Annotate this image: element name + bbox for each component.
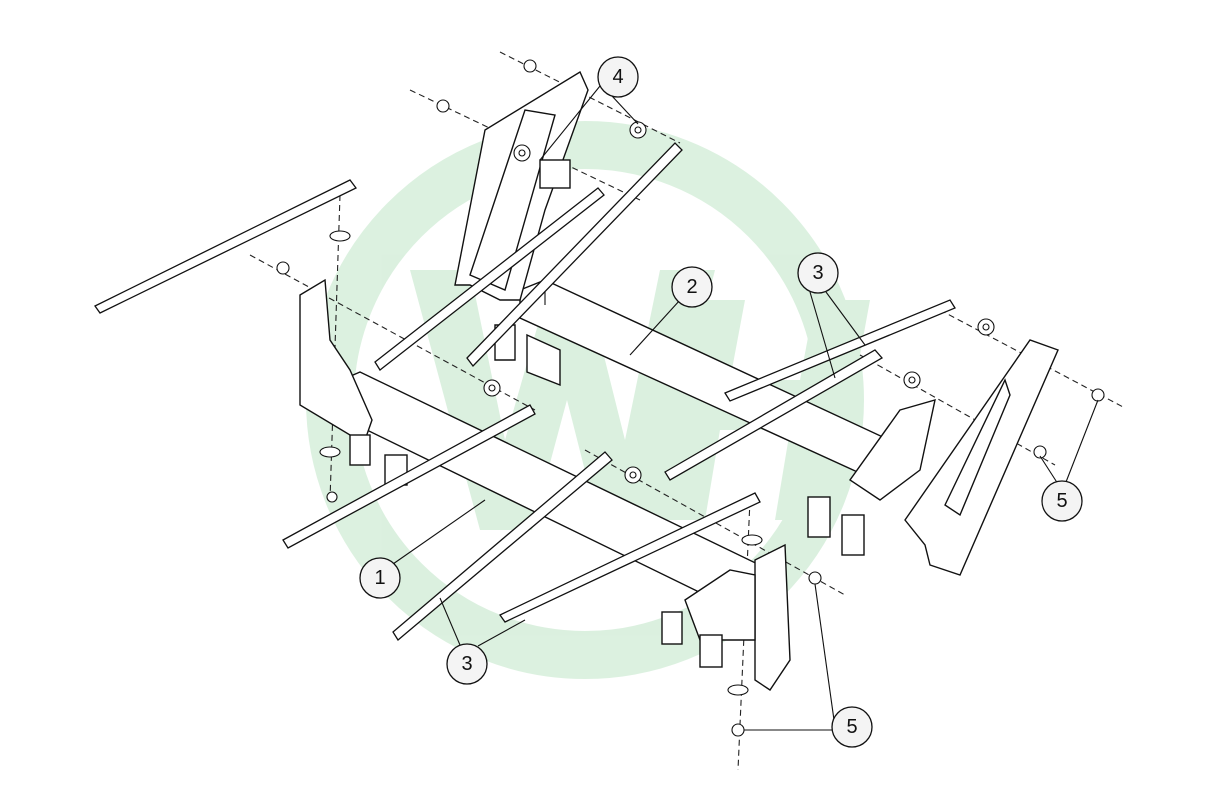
left-bracket	[299, 278, 408, 486]
callout-4: 4	[597, 56, 639, 98]
callout-3-right: 3	[797, 252, 839, 294]
callout-2: 2	[671, 266, 713, 308]
callout-label: 1	[374, 567, 385, 589]
top-bracket	[454, 70, 589, 387]
hardware	[276, 59, 1105, 737]
callout-1: 1	[359, 557, 401, 599]
callout-label: 5	[1056, 490, 1067, 512]
callout-label: 2	[686, 276, 697, 298]
bars	[94, 142, 956, 641]
callout-label: 3	[812, 262, 823, 284]
callout-5-bottom: 5	[831, 706, 873, 748]
callout-label: 3	[461, 653, 472, 675]
callout-3-bottom: 3	[446, 643, 488, 685]
right-bracket	[807, 339, 1059, 576]
callout-5-right: 5	[1041, 480, 1083, 522]
callout-label: 5	[846, 716, 857, 738]
callout-label: 4	[612, 66, 623, 88]
lower-right-bracket	[661, 543, 791, 691]
leader-lines	[392, 85, 1099, 731]
